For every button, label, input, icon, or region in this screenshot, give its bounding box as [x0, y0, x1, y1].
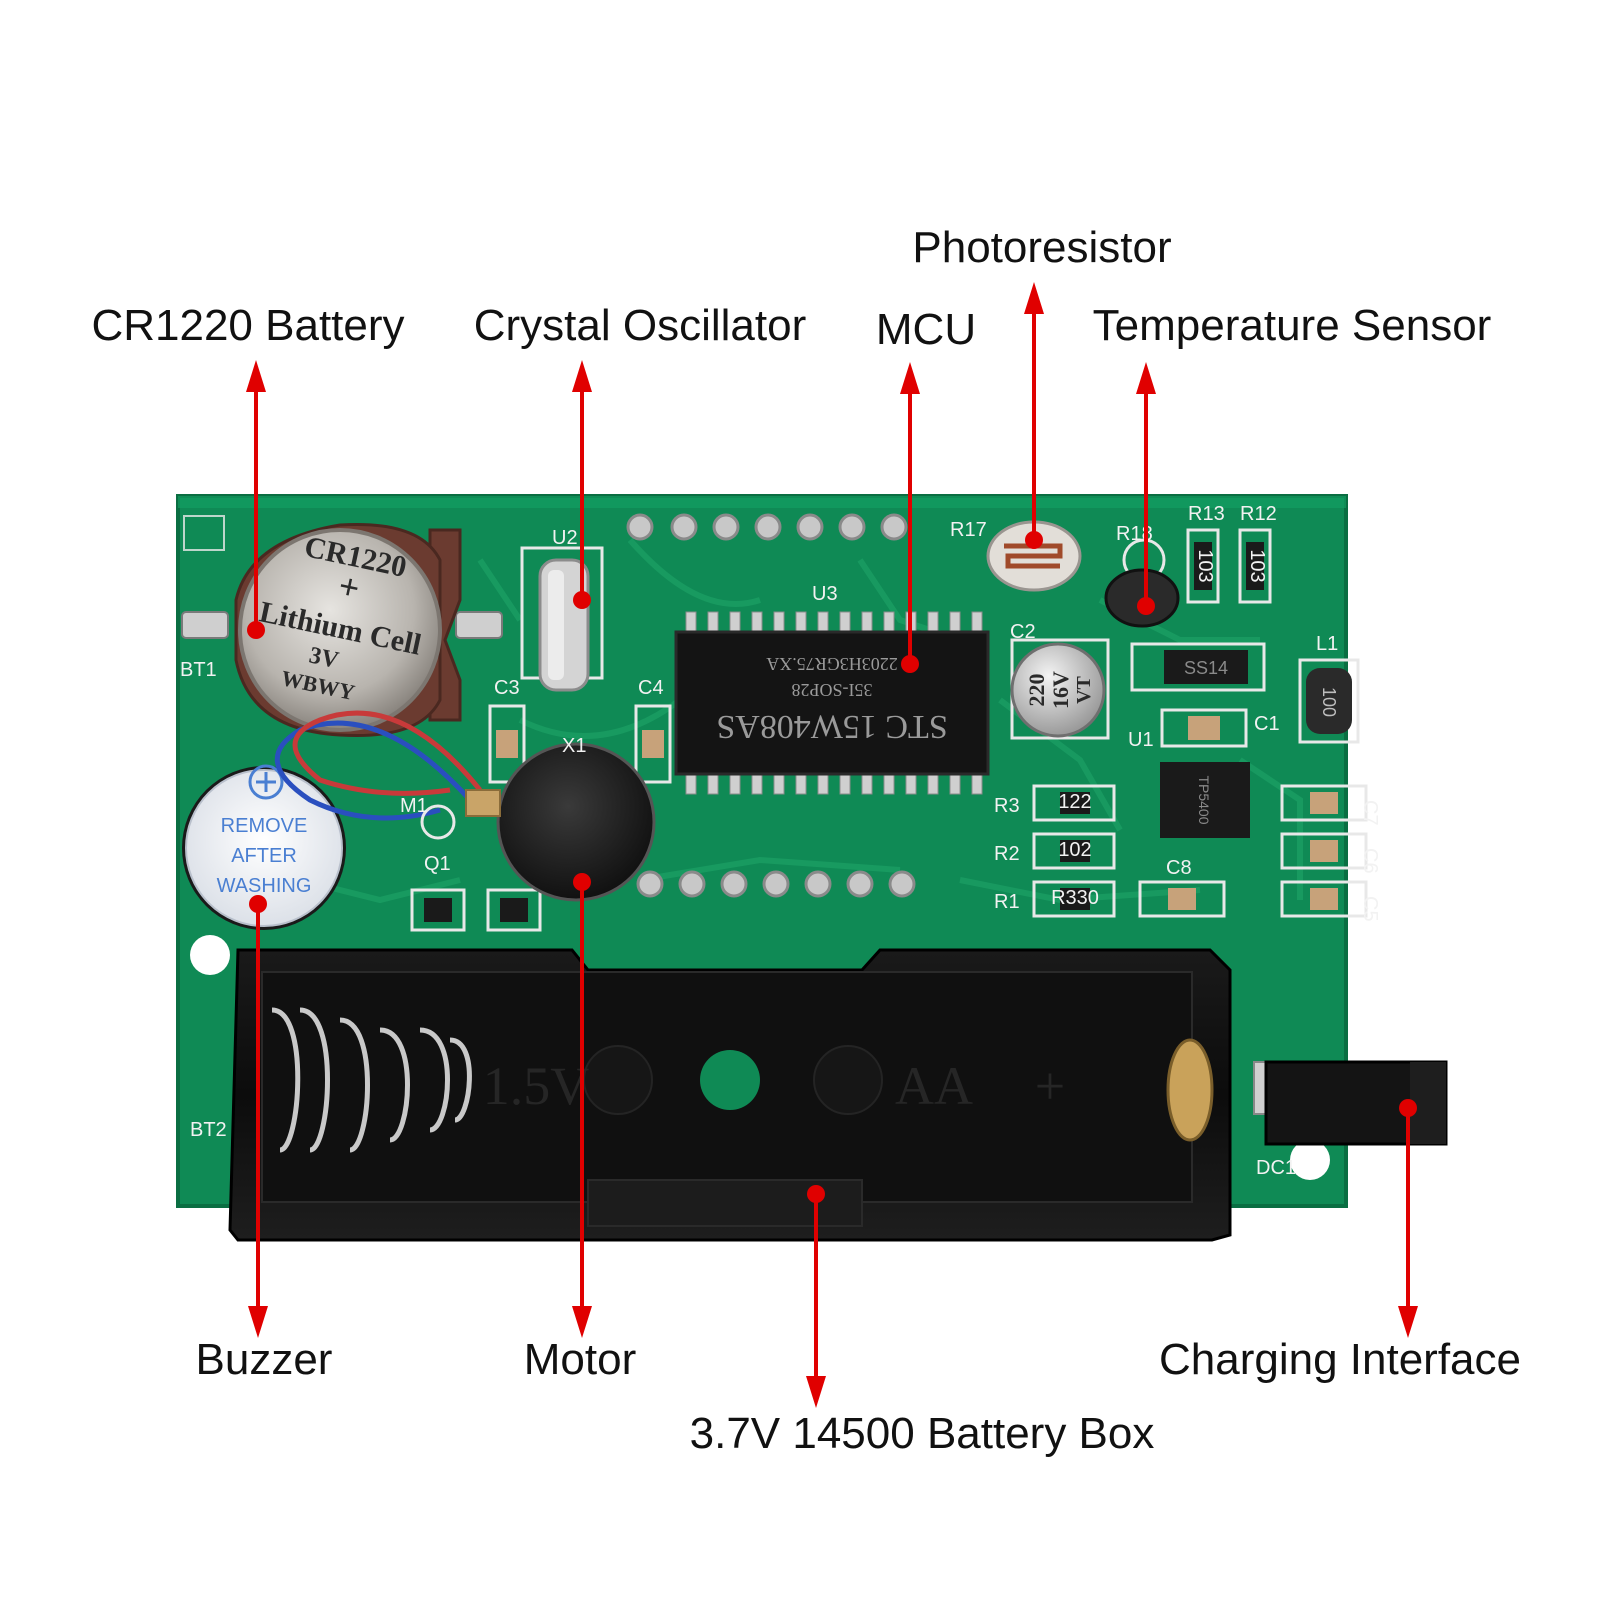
label-cr1220-battery: CR1220 Battery [91, 301, 404, 350]
silk-l1: L1 [1316, 633, 1338, 655]
arrow-crystal-oscillator [572, 360, 592, 609]
silk-c2: C2 [1010, 621, 1036, 643]
label-photoresistor: Photoresistor [912, 223, 1171, 272]
battery-box-14500: 1.5V AA + [228, 948, 1232, 1242]
buzzer-sticker-line-2: AFTER [231, 845, 297, 867]
transistors-q1 [410, 888, 542, 932]
regulator-code: TP5400 [1196, 775, 1212, 824]
silk-c1: C1 [1254, 713, 1280, 735]
label-motor: Motor [524, 1335, 636, 1384]
silk-r17: R17 [950, 519, 987, 541]
coin-cell-voltage: 3V [307, 642, 342, 674]
mounting-hole [1290, 1140, 1330, 1180]
silk-r12: R12 [1240, 503, 1277, 525]
mcu-chip-batch: 2203H3GR75.XA [766, 654, 898, 674]
silk-c3: C3 [494, 677, 520, 699]
diode-code: SS14 [1184, 658, 1228, 678]
buzzer: REMOVE AFTER WASHING [182, 764, 346, 930]
battery-box-type-emboss: AA [895, 1056, 973, 1116]
capacitor-c2: 220 16V VT [1010, 638, 1110, 740]
crystal-oscillator [520, 546, 604, 692]
silk-c4: C4 [638, 677, 664, 699]
mcu-chip-model: STC 15W408AS [716, 708, 947, 745]
arrow-cr1220-battery [246, 360, 266, 639]
capacitor-c2-voltage: 16V [1048, 671, 1073, 709]
callout-labels: CR1220 Battery Crystal Oscillator MCU Ph… [91, 223, 1521, 1458]
buzzer-sticker-line-1: REMOVE [221, 815, 308, 837]
arrow-photoresistor [1024, 282, 1044, 549]
label-temperature-sensor: Temperature Sensor [1093, 301, 1492, 350]
smd-capacitors-c5-c7 [1280, 784, 1368, 918]
label-buzzer: Buzzer [196, 1335, 333, 1384]
silk-m1: M1 [400, 795, 428, 817]
motor-wires [274, 710, 482, 821]
silk-u1: U1 [1128, 729, 1154, 751]
cr1220-battery: CR1220 + Lithium Cell 3V WBWY [181, 515, 503, 738]
mounting-hole [190, 935, 230, 975]
silk-c6: C6 [1359, 848, 1381, 874]
inductor-l1: 100 [1298, 658, 1360, 744]
regulator-u1: TP5400 [1160, 762, 1250, 838]
silk-r18: R18 [1116, 523, 1153, 545]
smd-resistor-r2: 102 [1032, 832, 1116, 870]
capacitor-c2-value: 220 [1024, 674, 1049, 707]
capacitor-c2-series: VT [1073, 675, 1095, 703]
smd-resistor-r12: 103 [1238, 528, 1272, 604]
mcu-chip-package: 35I-SOP28 [791, 680, 872, 700]
arrow-buzzer [248, 895, 268, 1338]
silk-x1: X1 [562, 735, 586, 757]
silk-r13: R13 [1188, 503, 1225, 525]
battery-box-plus-emboss: + [1035, 1056, 1065, 1116]
arrow-battery-box [806, 1185, 826, 1408]
silk-r1: R1 [994, 891, 1020, 913]
silk-bt1: BT1 [180, 659, 217, 681]
smd-resistor-r13: 103 [1186, 528, 1220, 604]
smd-resistor-r3: 122 [1032, 784, 1116, 822]
silk-c8: C8 [1166, 857, 1192, 879]
arrow-charging-interface [1398, 1099, 1418, 1338]
resistor-r12-code: 103 [1246, 549, 1268, 582]
buzzer-sticker-line-3: WASHING [217, 875, 312, 897]
label-mcu: MCU [876, 305, 976, 354]
arrow-motor [572, 873, 592, 1338]
header-pads-bottom [636, 870, 916, 898]
silk-r3: R3 [994, 795, 1020, 817]
silk-q1: Q1 [424, 853, 451, 875]
diode-ss14: SS14 [1130, 642, 1266, 692]
label-battery-box: 3.7V 14500 Battery Box [690, 1409, 1155, 1458]
resistor-r3-code: 122 [1058, 791, 1091, 813]
header-pads-top [626, 513, 908, 541]
label-crystal-oscillator: Crystal Oscillator [474, 301, 807, 350]
arrow-mcu [900, 362, 920, 673]
silk-dc1: DC1 [1256, 1157, 1296, 1179]
silk-r2: R2 [994, 843, 1020, 865]
label-charging-interface: Charging Interface [1159, 1335, 1521, 1384]
battery-box-voltage-emboss: 1.5V [483, 1056, 590, 1116]
resistor-r2-code: 102 [1058, 839, 1091, 861]
silk-u2: U2 [552, 527, 578, 549]
silk-bt2: BT2 [190, 1119, 227, 1141]
arrow-temperature-sensor [1136, 362, 1156, 615]
pointer-arrows [246, 282, 1418, 1408]
silk-c5: C5 [1359, 896, 1381, 922]
smd-capacitors-c3-c4 [488, 704, 672, 784]
silk-c7: C7 [1359, 800, 1381, 826]
silkscreen-labels: BT1 BT2 U2 U3 U1 R17 R18 R13 R12 C2 C3 C… [180, 503, 1381, 1179]
resistor-r13-code: 103 [1194, 549, 1216, 582]
battery-spring [271, 1007, 472, 1153]
silk-u3: U3 [812, 583, 838, 605]
mcu-chip: STC 15W408AS 35I-SOP28 2203H3GR75.XA [674, 611, 990, 795]
smd-resistor-r1: R330 [1032, 880, 1116, 918]
resistor-r1-code: R330 [1051, 887, 1099, 909]
smd-capacitor-c1 [1160, 708, 1248, 748]
motor [420, 742, 656, 902]
inductor-code: 100 [1319, 687, 1339, 717]
charging-jack-dc1 [1253, 1060, 1448, 1146]
smd-capacitor-c8 [1138, 880, 1226, 918]
